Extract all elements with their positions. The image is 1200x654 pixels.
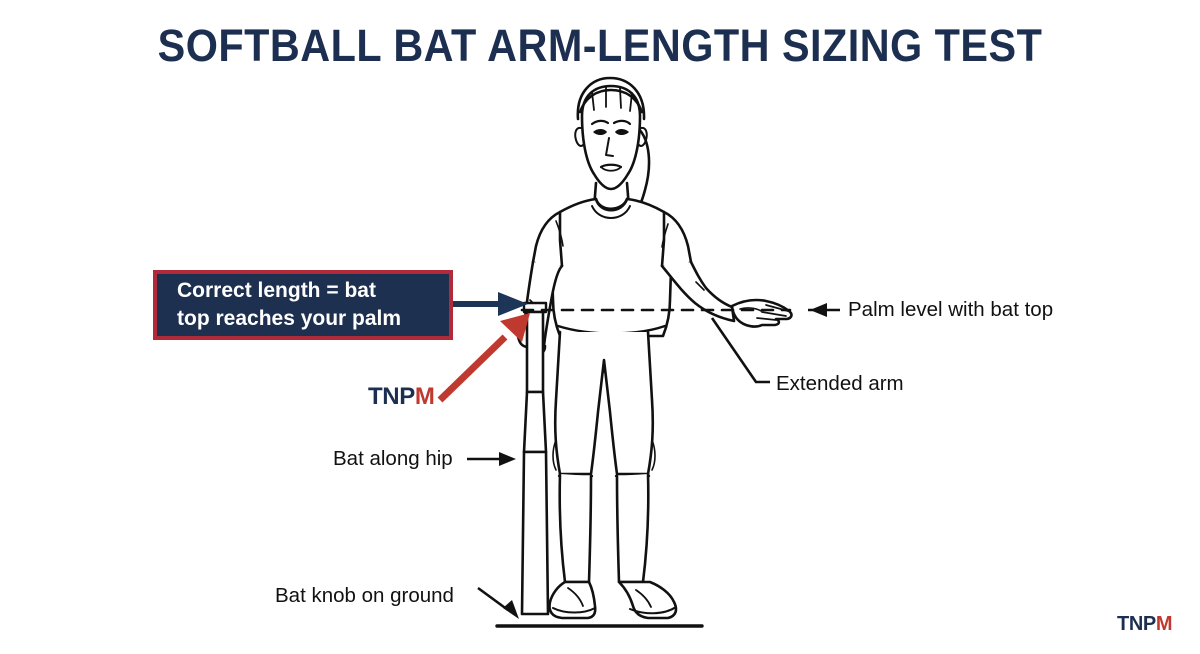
knob-leader-arrow-icon — [477, 586, 519, 619]
label-bat-along-hip: Bat along hip — [333, 447, 453, 470]
palm-leader-arrow-icon — [808, 303, 840, 317]
person-head-icon — [574, 76, 651, 220]
label-extended-arm: Extended arm — [776, 372, 904, 395]
label-bat-knob-on-ground: Bat knob on ground — [275, 584, 454, 607]
logo-inline-primary: TNP — [368, 383, 415, 410]
label-palm-level: Palm level with bat top — [848, 298, 1054, 321]
navy-arrow-icon — [453, 292, 528, 316]
callout-text: Correct length = bat top reaches your pa… — [177, 279, 402, 330]
red-arrow-icon — [437, 313, 530, 403]
open-palm-icon — [730, 298, 793, 328]
person-torso-icon — [531, 197, 693, 338]
logo-corner: TNPM — [1117, 613, 1172, 636]
logo-inline-accent: M — [414, 383, 435, 410]
extended-arm-leader-icon — [710, 317, 770, 384]
callout-box: Correct length = bat top reaches your pa… — [153, 270, 453, 340]
page-title: SOFTBALL BAT ARM-LENGTH SIZING TEST — [157, 20, 1043, 71]
logo-inline: TNPM — [368, 383, 435, 411]
logo-corner-accent: M — [1155, 613, 1173, 635]
softball-bat-icon — [520, 301, 550, 616]
person-legs-icon — [552, 330, 656, 584]
logo-corner-primary: TNP — [1117, 613, 1156, 635]
hip-leader-arrow-icon — [467, 452, 516, 466]
person-extended-arm-icon — [660, 260, 736, 323]
person-shoes-icon — [548, 580, 678, 620]
